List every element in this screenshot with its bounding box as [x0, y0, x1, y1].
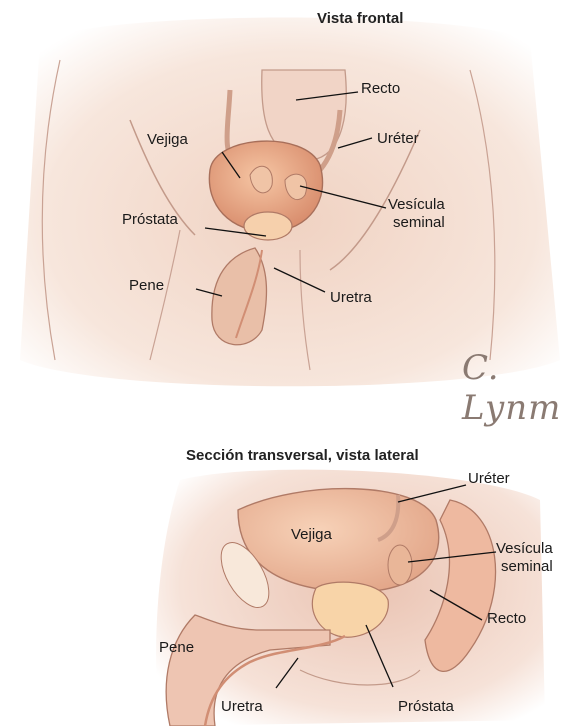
- seminal-vesicle-side: [388, 545, 412, 585]
- label-recto-top: Recto: [361, 80, 400, 98]
- frontal-view-title: Vista frontal: [317, 10, 403, 27]
- label-pene-top: Pene: [129, 277, 164, 295]
- lateral-section-title: Sección transversal, vista lateral: [186, 447, 419, 464]
- prostate-shape: [244, 212, 292, 240]
- label-uretra-bottom: Uretra: [221, 698, 263, 716]
- label-pene-bottom: Pene: [159, 639, 194, 657]
- label-ureter-top: Uréter: [377, 130, 419, 148]
- label-vejiga-bottom: Vejiga: [291, 526, 332, 544]
- artist-signature: C. Lynm: [462, 348, 576, 428]
- label-vesicula-bottom: Vesícula seminal: [496, 540, 553, 576]
- label-vejiga-top: Vejiga: [147, 131, 188, 149]
- label-prostata-bottom: Próstata: [398, 698, 454, 716]
- label-recto-bottom: Recto: [487, 610, 526, 628]
- label-ureter-bottom: Uréter: [468, 470, 510, 488]
- frontal-view-panel: Vista frontal Recto Uréter Vejiga Vesícu…: [0, 0, 576, 400]
- label-uretra-top: Uretra: [330, 289, 372, 307]
- label-vesicula-top: Vesícula seminal: [388, 196, 445, 232]
- frontal-view-illustration: [0, 0, 576, 400]
- lateral-section-panel: Sección transversal, vista lateral Uréte…: [0, 440, 576, 726]
- label-prostata-top: Próstata: [122, 211, 178, 229]
